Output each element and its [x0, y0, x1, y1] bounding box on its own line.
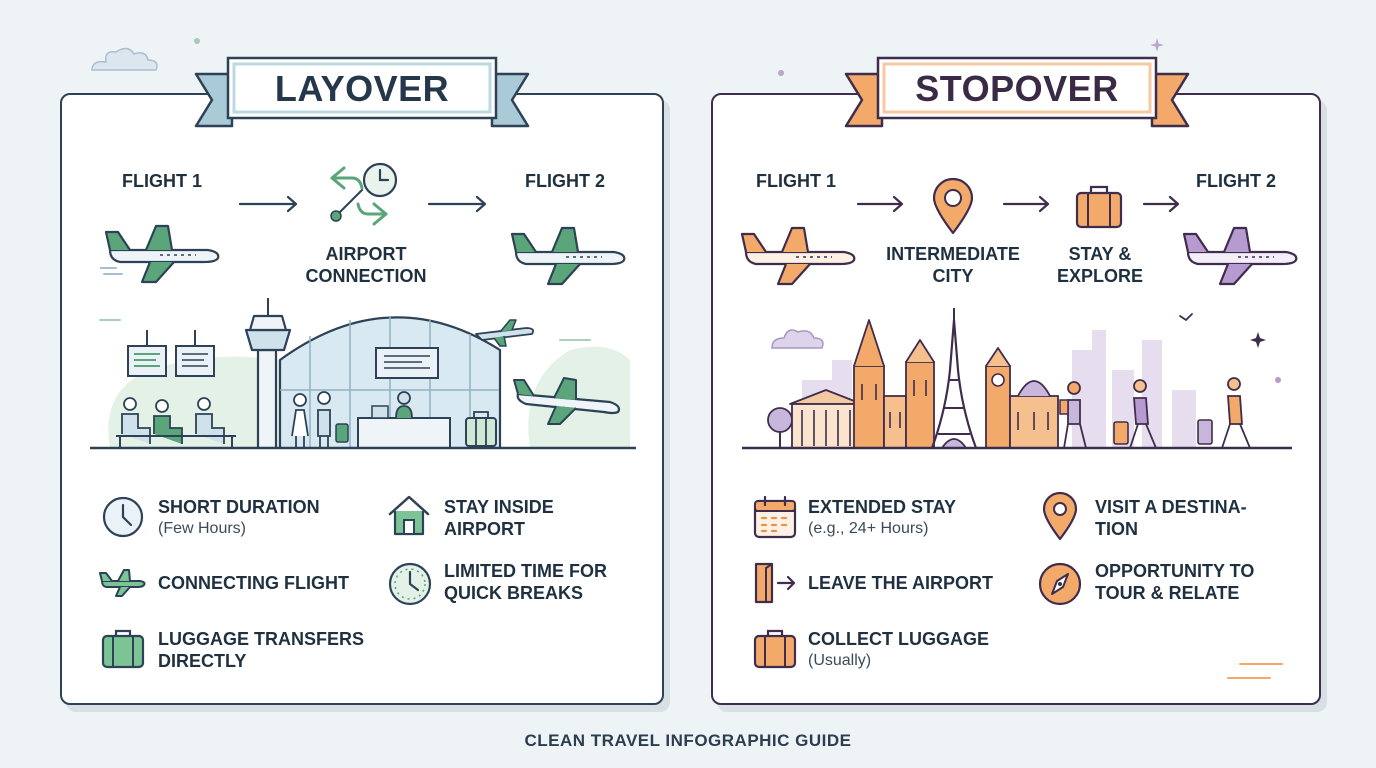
plane-icon	[99, 569, 146, 597]
feature-title-line2: TION	[1095, 519, 1138, 539]
stay-line2: EXPLORE	[1056, 266, 1144, 286]
city-line2: CITY	[932, 266, 974, 286]
stopover-title: STOPOVER	[915, 68, 1119, 109]
airplane-icon	[510, 226, 626, 286]
feature-title-line1: LIMITED TIME FOR	[444, 561, 607, 581]
feature-title-line1: OPPORTUNITY TO	[1095, 561, 1255, 581]
connection-line2: CONNECTION	[305, 266, 427, 286]
city-skyline-scene	[742, 308, 1292, 450]
stopover-feature-opportunity: OPPORTUNITY TO TOUR & RELATE	[1095, 560, 1254, 604]
airplane-icon	[100, 224, 220, 284]
clock-icon	[388, 562, 432, 606]
feature-title-line1: LUGGAGE TRANSFERS	[158, 629, 365, 649]
feature-title-line2: TOUR & RELATE	[1095, 583, 1240, 603]
stopover-feature-extended-stay: EXTENDED STAY (e.g., 24+ Hours)	[808, 496, 956, 540]
home-icon	[388, 495, 430, 536]
feature-subtitle: (e.g., 24+ Hours)	[808, 520, 929, 537]
luggage-icon	[753, 629, 797, 669]
layover-banner: LAYOVER	[192, 56, 532, 132]
stopover-feature-collect-luggage: COLLECT LUGGAGE (Usually)	[808, 628, 989, 672]
feature-subtitle: (Few Hours)	[158, 520, 247, 537]
exit-door-icon	[754, 562, 796, 604]
stay-line1: STAY &	[1068, 244, 1132, 264]
layover-flight1-label: FLIGHT 1	[122, 171, 202, 191]
layover-feature-short-duration: SHORT DURATION (Few Hours)	[158, 496, 320, 540]
stopover-stay-label: STAY & EXPLORE	[1050, 243, 1150, 287]
layover-feature-limited-time: LIMITED TIME FOR QUICK BREAKS	[444, 560, 607, 604]
compass-icon	[1038, 562, 1082, 606]
airplane-icon	[740, 226, 856, 286]
sparkle-icon	[1150, 38, 1164, 52]
dash-decoration	[1227, 663, 1283, 679]
arrow-right-icon	[1002, 195, 1050, 213]
calendar-icon	[753, 495, 797, 539]
location-pin-icon	[932, 177, 974, 235]
feature-title-line2: AIRPORT	[444, 519, 525, 539]
feature-title: COLLECT LUGGAGE	[808, 629, 989, 649]
city-line1: INTERMEDIATE	[886, 244, 1020, 264]
feature-title-line1: VISIT A DESTINA-	[1095, 497, 1247, 517]
airport-terminal-scene	[90, 298, 636, 450]
arrow-right-icon	[1142, 195, 1180, 213]
layover-feature-stay-inside: STAY INSIDE AIRPORT	[444, 496, 554, 540]
footer-caption: CLEAN TRAVEL INFOGRAPHIC GUIDE	[524, 731, 852, 750]
stopover-city-label: INTERMEDIATE CITY	[878, 243, 1028, 287]
luggage-icon	[1075, 185, 1123, 229]
dot-icon	[194, 38, 200, 44]
clock-icon	[102, 496, 144, 538]
layover-title: LAYOVER	[274, 68, 450, 109]
stopover-banner: STOPOVER	[842, 56, 1192, 132]
feature-subtitle: (Usually)	[808, 652, 872, 669]
stopover-feature-leave-airport: LEAVE THE AIRPORT	[808, 573, 994, 593]
feature-title-line2: QUICK BREAKS	[444, 583, 584, 603]
airplane-icon	[1182, 226, 1298, 286]
feature-title-line2: DIRECTLY	[158, 651, 247, 671]
feature-title-line1: STAY INSIDE	[444, 497, 554, 517]
layover-feature-connecting-flight: CONNECTING FLIGHT	[158, 573, 349, 593]
layover-connection-label: AIRPORT CONNECTION	[296, 243, 436, 287]
stopover-flight2-label: FLIGHT 2	[1196, 171, 1276, 191]
connection-clock-icon	[330, 162, 398, 226]
feature-title: SHORT DURATION	[158, 497, 320, 517]
luggage-icon	[101, 629, 145, 669]
cloud-icon	[91, 47, 158, 71]
layover-feature-luggage-transfers: LUGGAGE TRANSFERS DIRECTLY	[158, 628, 364, 672]
stopover-flight1-label: FLIGHT 1	[756, 171, 836, 191]
feature-title: EXTENDED STAY	[808, 497, 957, 517]
location-pin-icon	[1042, 491, 1078, 541]
arrow-right-icon	[427, 195, 487, 213]
connection-line1: AIRPORT	[325, 244, 407, 264]
layover-flight2-label: FLIGHT 2	[525, 171, 605, 191]
stopover-feature-visit-destination: VISIT A DESTINA- TION	[1095, 496, 1247, 540]
arrow-right-icon	[856, 195, 904, 213]
dot-icon	[778, 70, 784, 76]
arrow-right-icon	[238, 195, 298, 213]
